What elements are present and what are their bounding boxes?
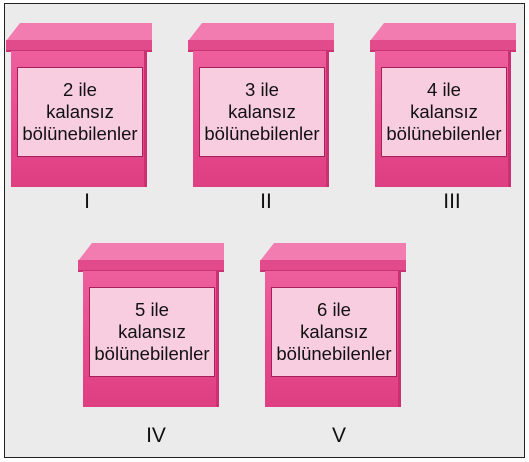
box-3-lid <box>370 23 516 52</box>
box-5-label: 6 ile kalansız bölünebilenler <box>271 287 397 377</box>
box-4: 5 ile kalansız bölünebilenler <box>78 243 224 407</box>
box-4-body: 5 ile kalansız bölünebilenler <box>83 271 219 407</box>
box-4-line1: 5 ile <box>135 299 169 320</box>
box-2-line1: 3 ile <box>245 79 279 100</box>
box-5-body: 6 ile kalansız bölünebilenler <box>265 271 401 407</box>
box-1-line3: bölünebilenler <box>22 123 138 144</box>
numeral-2: II <box>260 190 272 213</box>
box-1-line1: 2 ile <box>63 79 97 100</box>
box-1-body: 2 ile kalansız bölünebilenler <box>11 51 147 187</box>
box-3: 4 ile kalansız bölünebilenler <box>370 23 516 187</box>
numeral-5: V <box>331 424 346 447</box>
box-5-line3: bölünebilenler <box>276 343 392 364</box>
box-4-lid <box>78 243 224 272</box>
box-3-line3: bölünebilenler <box>386 123 502 144</box>
box-2: 3 ile kalansız bölünebilenler <box>188 23 334 187</box>
box-2-lid <box>188 23 334 52</box>
numeral-3: III <box>443 190 461 213</box>
box-3-body: 4 ile kalansız bölünebilenler <box>375 51 511 187</box>
numeral-4: IV <box>146 424 166 447</box>
box-2-line3: bölünebilenler <box>204 123 320 144</box>
box-5-line1: 6 ile <box>317 299 351 320</box>
box-5-line2: kalansız <box>300 321 368 342</box>
box-2-body: 3 ile kalansız bölünebilenler <box>193 51 329 187</box>
box-5: 6 ile kalansız bölünebilenler <box>260 243 406 407</box>
box-2-label: 3 ile kalansız bölünebilenler <box>199 67 325 157</box>
box-4-label: 5 ile kalansız bölünebilenler <box>89 287 215 377</box>
box-4-line3: bölünebilenler <box>94 343 210 364</box>
box-4-line2: kalansız <box>118 321 186 342</box>
box-3-line2: kalansız <box>410 101 478 122</box>
box-3-line1: 4 ile <box>427 79 461 100</box>
box-3-label: 4 ile kalansız bölünebilenler <box>381 67 507 157</box>
box-1: 2 ile kalansız bölünebilenler <box>6 23 152 187</box>
box-1-lid <box>6 23 152 52</box>
box-1-line2: kalansız <box>46 101 114 122</box>
box-5-lid <box>260 243 406 272</box>
box-2-line2: kalansız <box>228 101 296 122</box>
box-1-label: 2 ile kalansız bölünebilenler <box>17 67 143 157</box>
numeral-1: I <box>84 190 90 213</box>
